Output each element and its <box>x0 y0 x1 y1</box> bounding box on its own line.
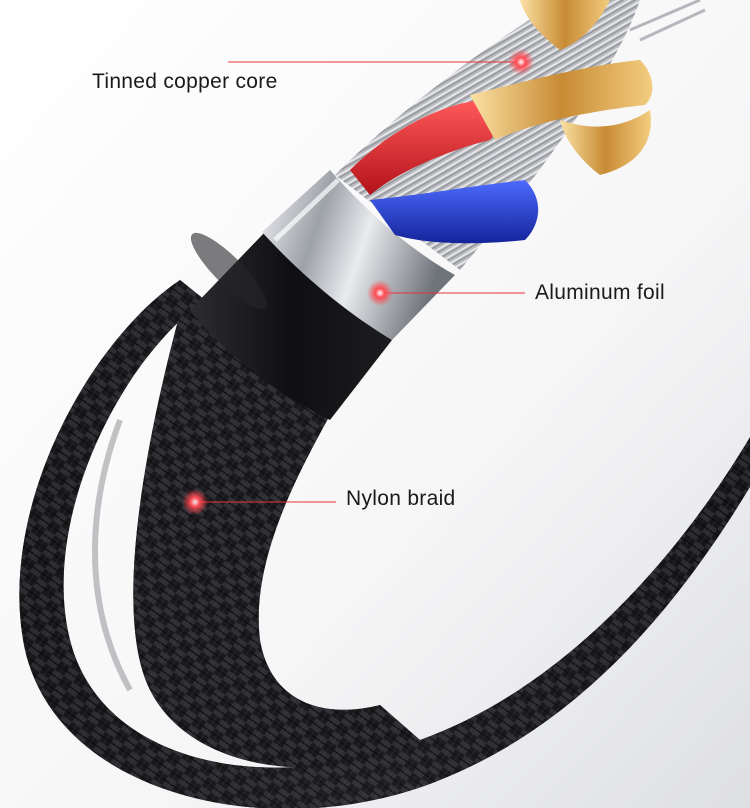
foil-callout-dot <box>367 280 393 306</box>
inner-conductors <box>335 0 706 270</box>
braid-callout-dot <box>182 489 208 515</box>
nylon-braid-cable <box>19 280 750 808</box>
red-wire <box>350 100 496 195</box>
gold-wire-upper <box>470 60 653 140</box>
core-callout-dot <box>508 49 534 75</box>
tinned-copper-core-label: Tinned copper core <box>92 70 278 93</box>
gold-wire-top <box>520 0 610 50</box>
gold-wire-lower <box>560 110 651 175</box>
callout-lines <box>195 61 525 503</box>
blue-wire <box>370 180 539 244</box>
callout-dots <box>182 49 534 515</box>
aluminum-foil-layer <box>262 170 455 340</box>
cable-jacket <box>190 232 392 420</box>
copper-filaments <box>629 0 706 42</box>
aluminum-foil-label: Aluminum foil <box>535 281 665 304</box>
nylon-braid-label: Nylon braid <box>346 487 456 510</box>
